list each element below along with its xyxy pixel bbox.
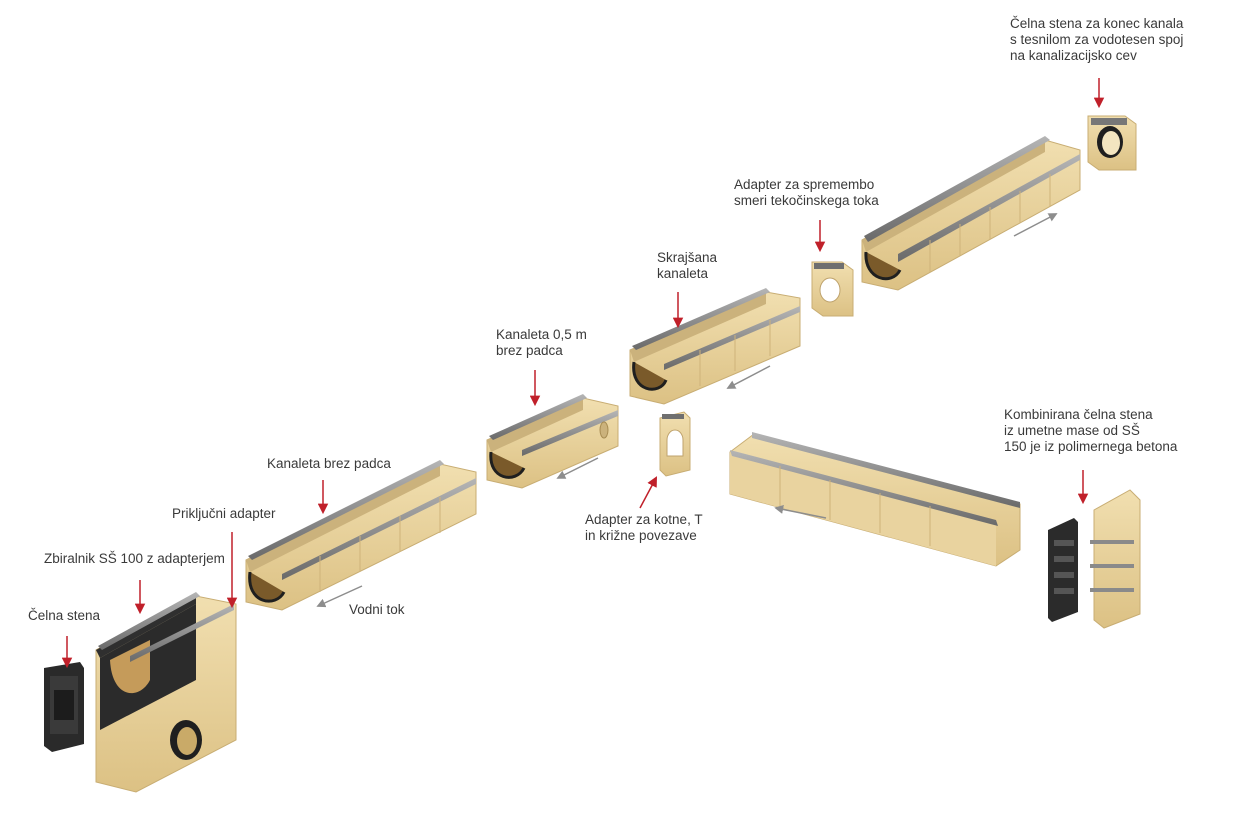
label-connection-adapter: Priključni adapter <box>172 506 276 521</box>
corner-adapter-part <box>659 411 691 477</box>
flow-arrow-shortened <box>726 365 771 389</box>
combined-end-wall-part <box>1048 489 1141 629</box>
channel-top-right <box>861 136 1081 291</box>
arrow-corner-adapter <box>639 476 657 509</box>
label-water-flow: Vodni tok <box>349 602 405 617</box>
channel-half-meter-part <box>486 394 619 489</box>
flow-arrow-half-m <box>556 457 599 479</box>
end-wall-outlet-part <box>1087 115 1137 171</box>
end-wall-part <box>44 662 84 752</box>
label-combined-end-wall: Kombinirana čelna stena iz umetne mase o… <box>1004 407 1178 454</box>
flow-arrow-lower <box>774 504 827 519</box>
flow-arrow-top-right <box>1013 213 1058 237</box>
collector-part <box>95 592 237 793</box>
label-channel-no-slope: Kanaleta brez padca <box>267 456 391 471</box>
label-collector: Zbiralnik SŠ 100 z adapterjem <box>44 551 225 566</box>
label-end-wall-outlet: Čelna stena za konec kanala s tesnilom z… <box>1010 16 1184 63</box>
flow-arrow-no-slope <box>316 585 363 608</box>
channel-no-slope-part <box>245 460 477 611</box>
label-end-wall: Čelna stena <box>28 608 101 623</box>
label-corner-adapter: Adapter za kotne, T in križne povezave <box>585 512 703 543</box>
label-flow-direction-adapter: Adapter za spremembo smeri tekočinskega … <box>734 177 879 208</box>
red-pointer-arrows <box>61 78 1105 669</box>
label-channel-half-m: Kanaleta 0,5 m brez padca <box>496 327 587 358</box>
shortened-channel-part <box>629 288 801 405</box>
flow-direction-adapter-part <box>811 261 854 317</box>
channel-lower-long-part <box>729 432 1021 567</box>
label-shortened-channel: Skrajšana kanaleta <box>657 250 718 281</box>
flow-direction-arrows <box>316 213 1058 608</box>
